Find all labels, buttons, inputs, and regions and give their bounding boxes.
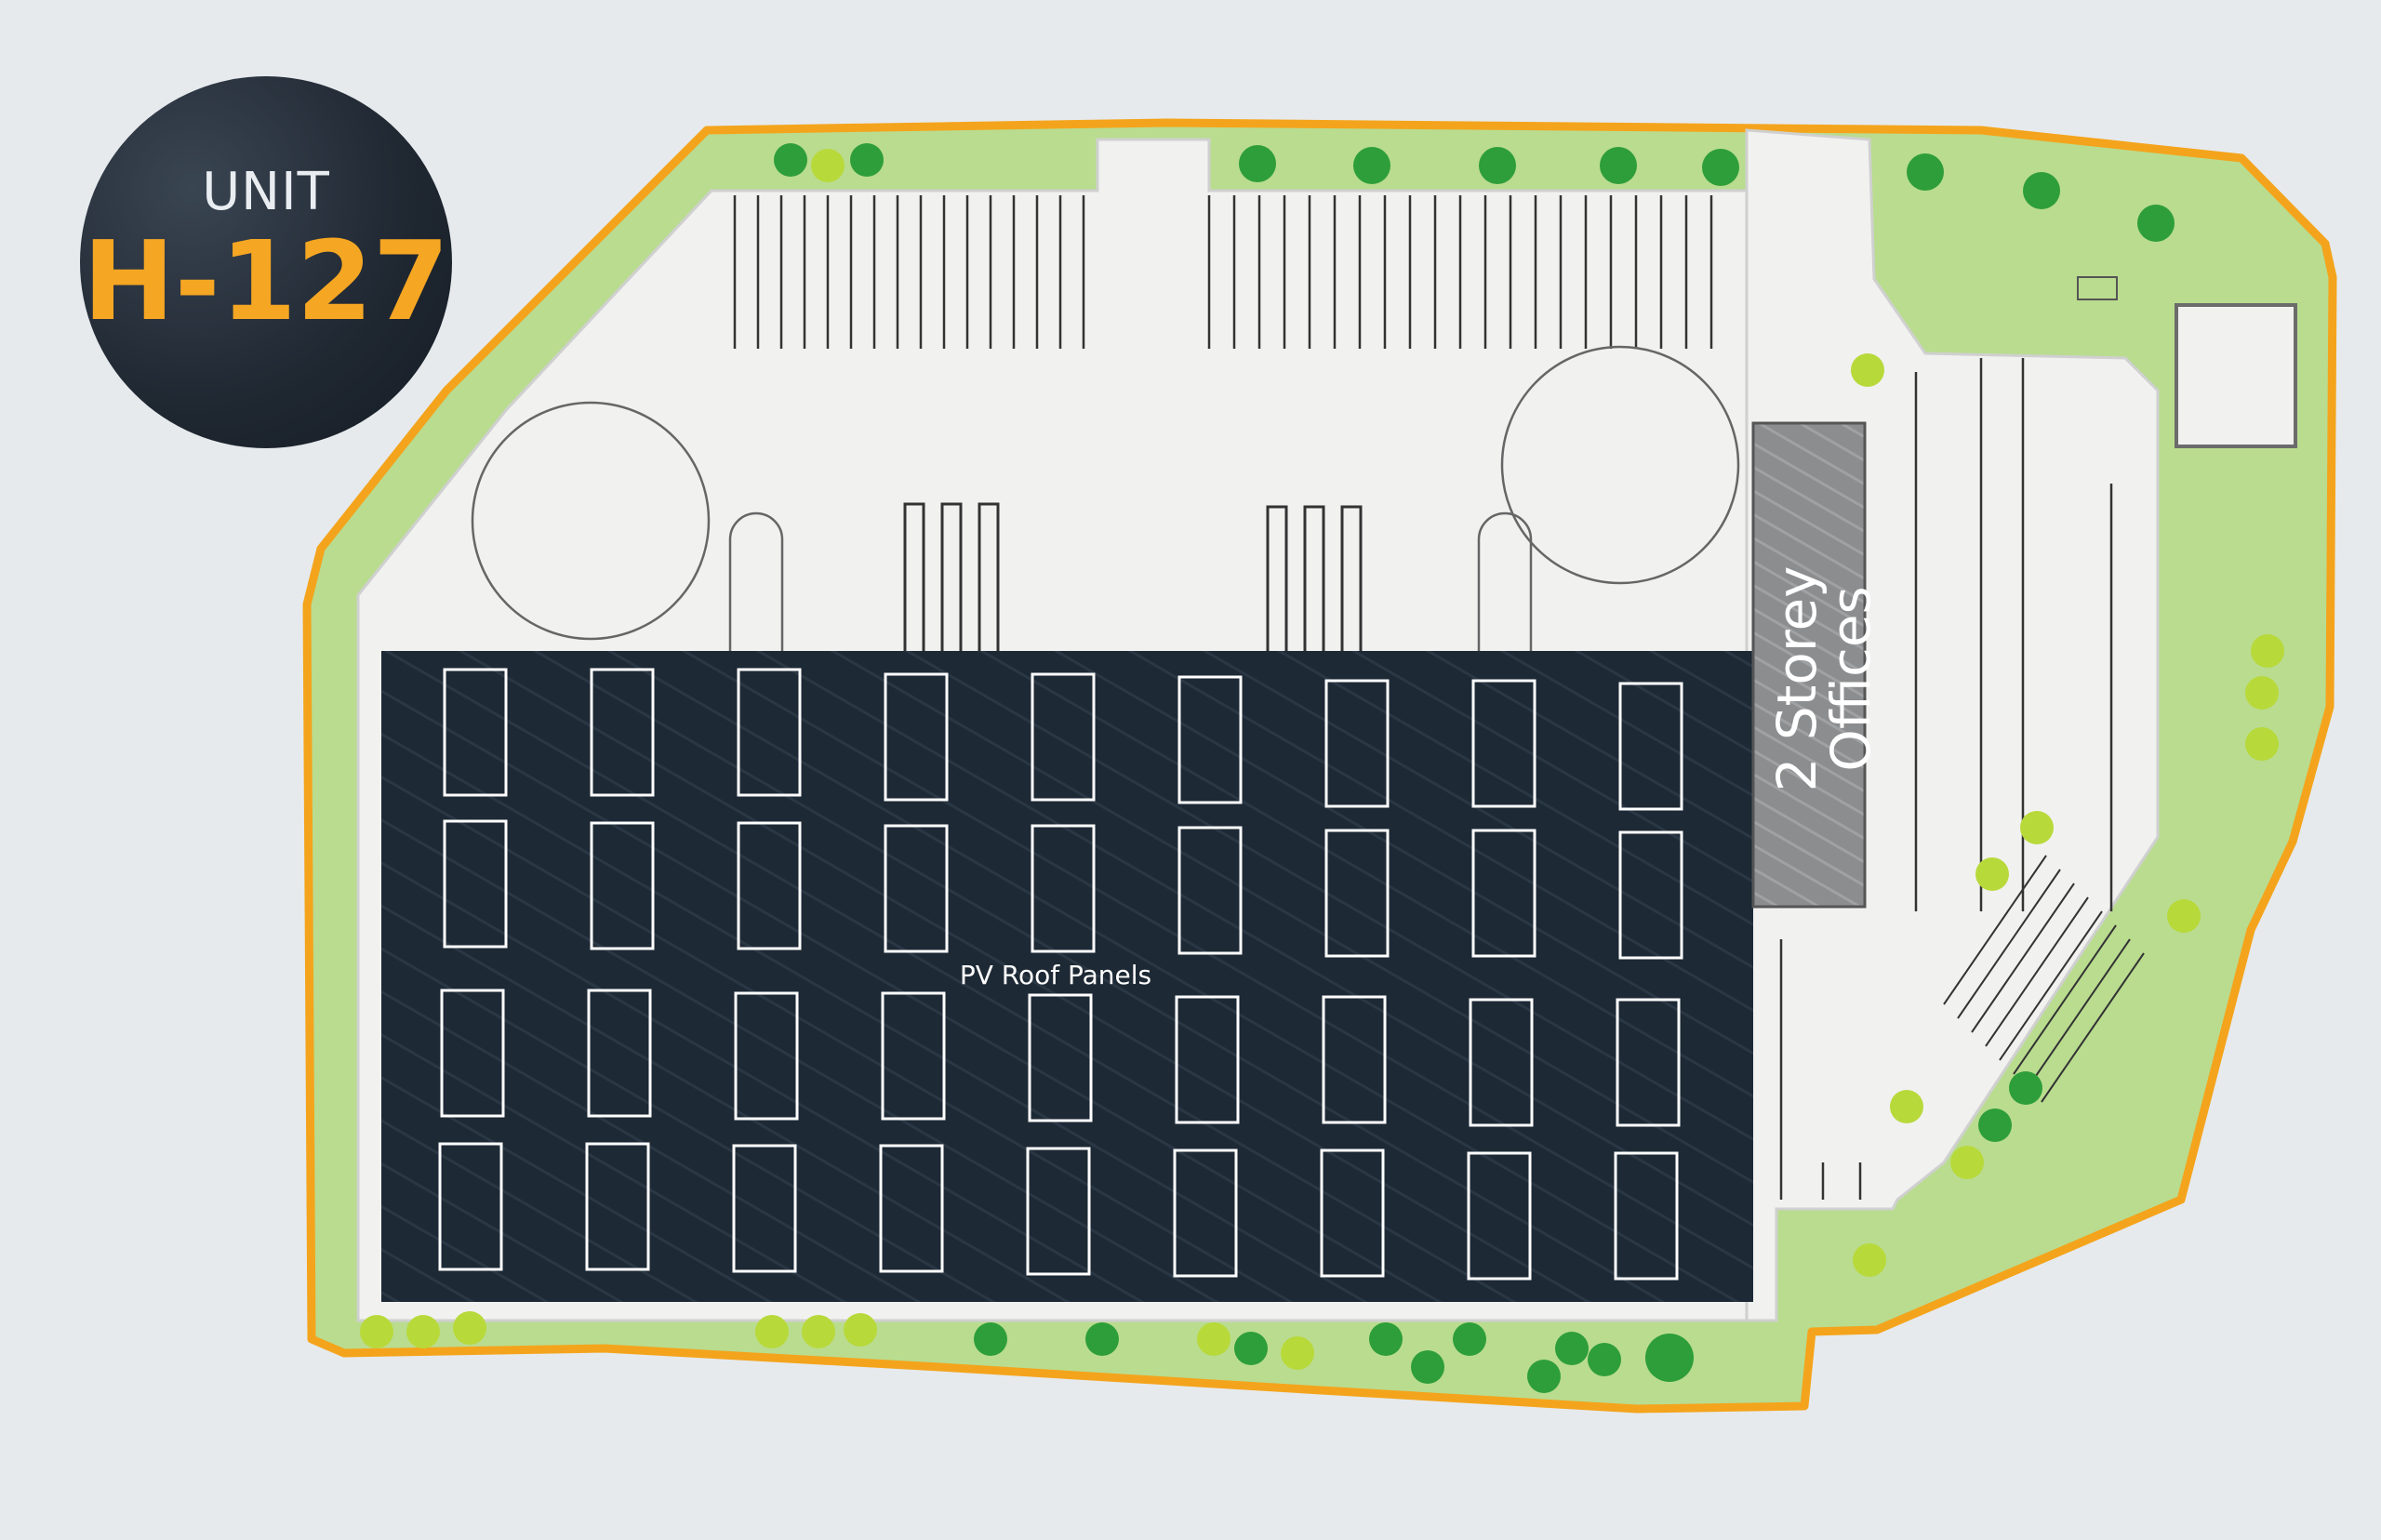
turning-circle bbox=[1500, 345, 1740, 585]
offices-block bbox=[1751, 421, 1867, 909]
offices-label-line2: Offices bbox=[1819, 586, 1882, 772]
gatehouse bbox=[2175, 303, 2297, 448]
offices-label-line1: 2 Storey bbox=[1765, 566, 1829, 792]
pv-panels bbox=[438, 668, 1683, 1281]
pv-roof-label: PV Roof Panels bbox=[960, 960, 1151, 990]
unit-badge: UNIT H-127 bbox=[80, 76, 452, 448]
lorry-parking-bays bbox=[733, 195, 1713, 349]
warehouse-roof bbox=[381, 651, 1753, 1302]
unit-label: UNIT bbox=[202, 161, 330, 222]
trees bbox=[360, 143, 2284, 1393]
unit-code: H-127 bbox=[82, 216, 450, 345]
turning-circle bbox=[471, 401, 711, 641]
